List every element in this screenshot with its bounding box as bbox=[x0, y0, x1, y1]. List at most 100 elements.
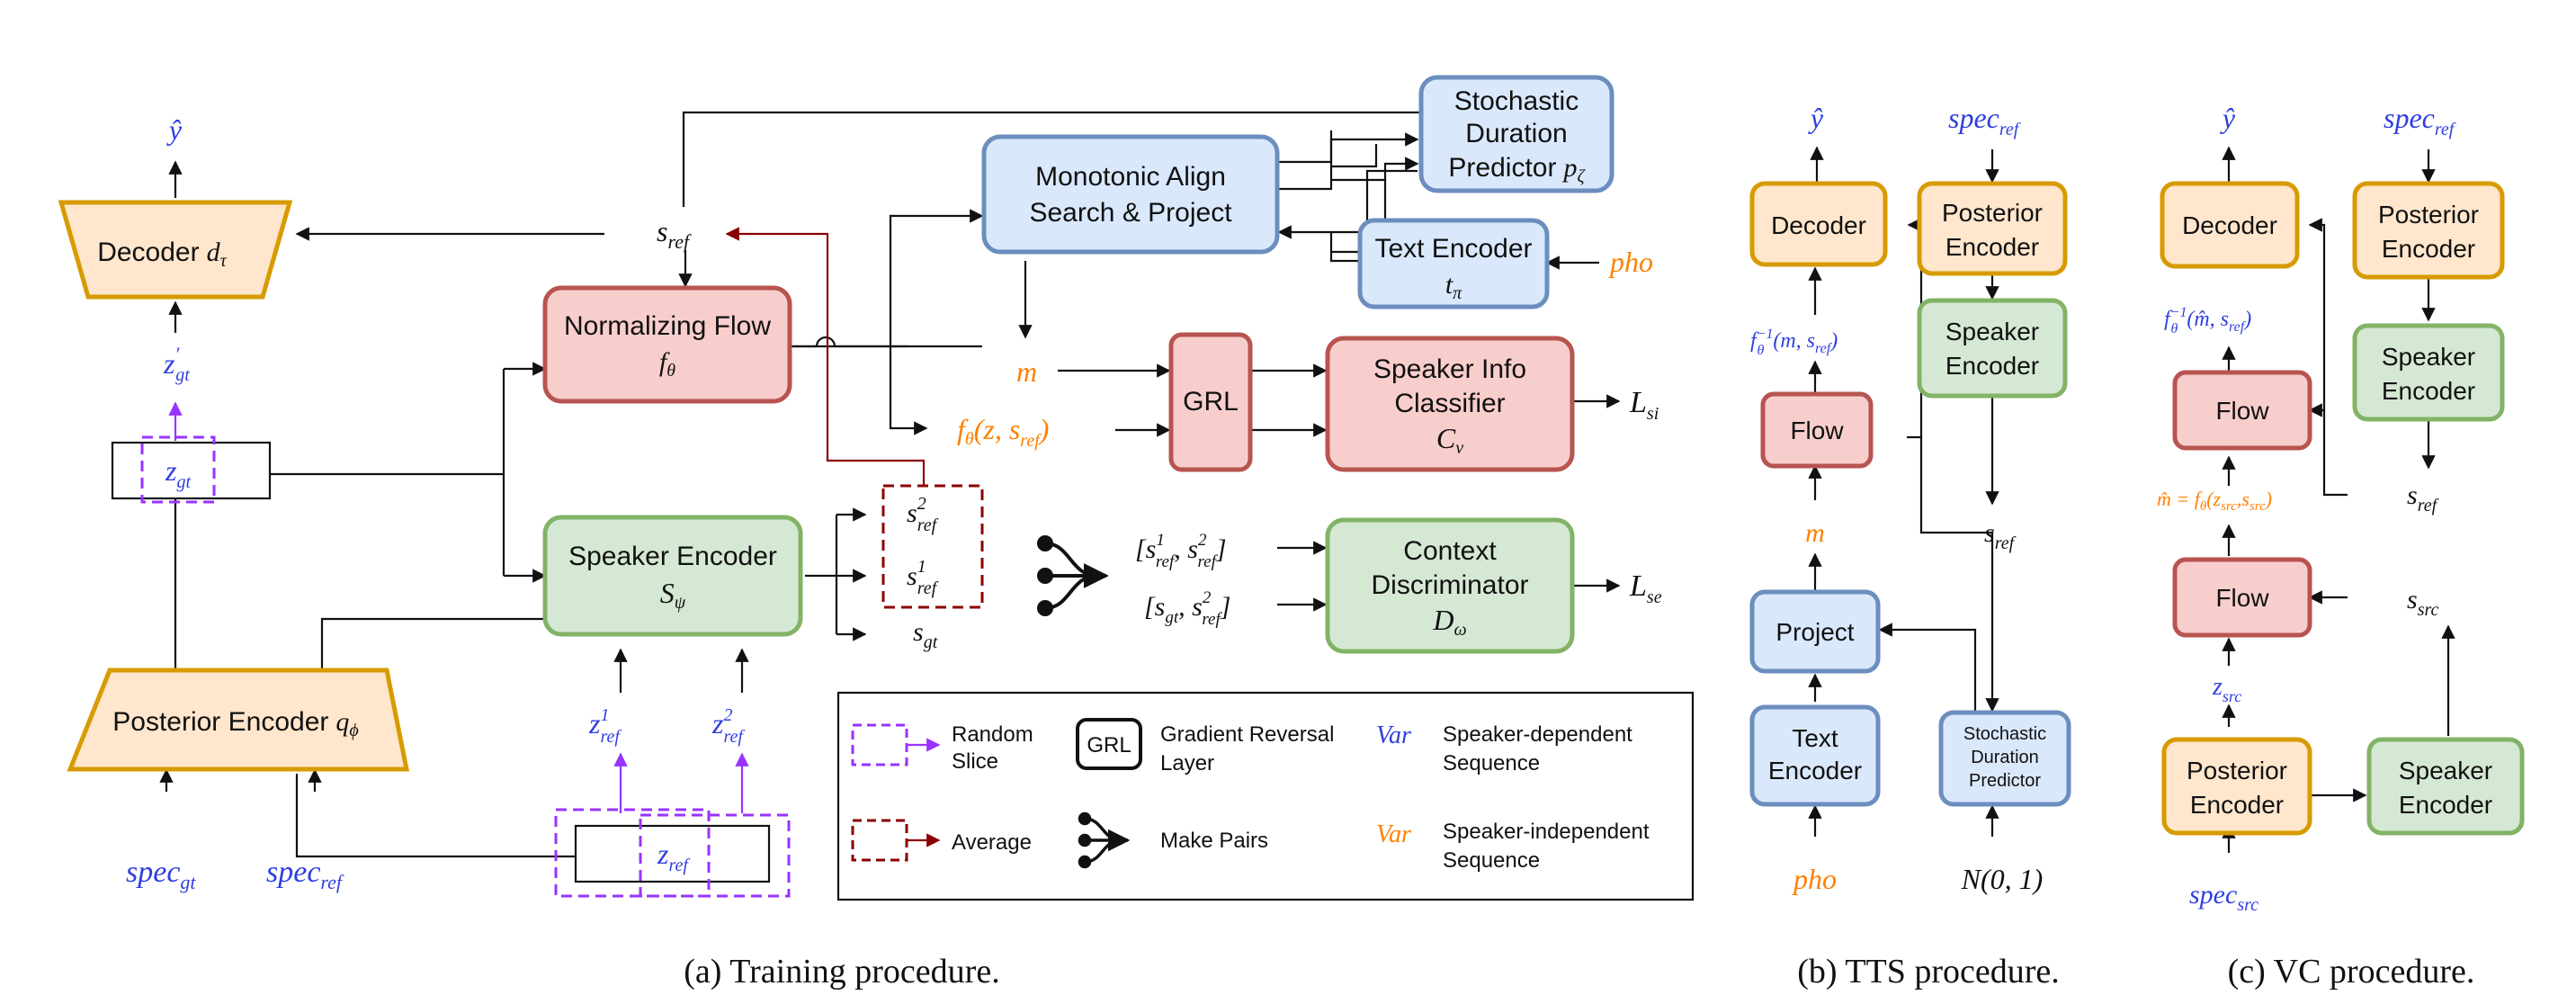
f-z-sref-label: fθ(z, sref) bbox=[957, 413, 1049, 451]
svg-text:Encoder: Encoder bbox=[2382, 235, 2475, 263]
speaker-encoder-block: Speaker Encoder Sψ bbox=[542, 515, 803, 637]
svg-text:Encoder: Encoder bbox=[2382, 377, 2475, 405]
svg-text:Duration: Duration bbox=[1465, 119, 1567, 148]
svg-text:Speaker: Speaker bbox=[2399, 757, 2492, 784]
svg-text:Decoder: Decoder bbox=[2182, 211, 2277, 239]
vc-spec-ref: specref bbox=[2384, 102, 2456, 139]
average-connector bbox=[725, 227, 926, 486]
grl-block: GRL bbox=[1168, 332, 1253, 472]
spec-ref-label: specref bbox=[266, 856, 344, 893]
svg-text:Project: Project bbox=[1775, 618, 1854, 646]
svg-text:Encoder: Encoder bbox=[2190, 791, 2284, 819]
tts-stochastic-duration-predictor: Stochastic Duration Predictor bbox=[1938, 710, 2071, 807]
legend: Random Slice GRL Gradient Reversal Layer… bbox=[836, 691, 1695, 901]
svg-text:Flow: Flow bbox=[1790, 417, 1844, 444]
svg-text:zref: zref bbox=[657, 838, 690, 875]
z-gt-prime-label: z′gt bbox=[163, 343, 190, 385]
svg-text:zgt: zgt bbox=[165, 454, 191, 492]
svg-text:Encoder: Encoder bbox=[2399, 791, 2492, 819]
svg-text:Predictor: Predictor bbox=[1969, 771, 2041, 791]
tts-pho-label: pho bbox=[1792, 863, 1837, 895]
svg-text:Discriminator: Discriminator bbox=[1371, 570, 1528, 600]
vc-flow-upper: Flow bbox=[2172, 370, 2312, 451]
svg-text:Speaker: Speaker bbox=[2382, 343, 2475, 371]
pho-label: pho bbox=[1608, 246, 1653, 278]
svg-text:Layer: Layer bbox=[1160, 751, 1214, 775]
svg-text:Classifier: Classifier bbox=[1394, 389, 1505, 418]
decoder-label: Decoder bbox=[97, 238, 199, 267]
svg-text:Dω: Dω bbox=[1432, 604, 1466, 640]
tts-speaker-encoder: Speaker Encoder bbox=[1917, 298, 2068, 399]
z-gt-sequence: zgt bbox=[111, 435, 272, 504]
legend-make-pairs-icon bbox=[1078, 811, 1131, 869]
svg-text:Speaker Encoder: Speaker Encoder bbox=[568, 542, 777, 571]
svg-text:Average: Average bbox=[952, 830, 1032, 855]
svg-text:Sequence: Sequence bbox=[1443, 848, 1540, 873]
m-label: m bbox=[1016, 355, 1037, 388]
svg-text:Flow: Flow bbox=[2215, 584, 2269, 612]
tts-normal-label: N(0, 1) bbox=[1961, 863, 2044, 895]
legend-var-orange: Var bbox=[1376, 820, 1411, 848]
svg-text:Text: Text bbox=[1792, 724, 1838, 752]
vc-flow-lower: Flow bbox=[2172, 557, 2312, 638]
tts-y-hat: ŷ bbox=[1808, 102, 1824, 134]
spec-gt-label: specgt bbox=[126, 856, 196, 893]
svg-text:Context: Context bbox=[1403, 536, 1497, 566]
svg-text:GRL: GRL bbox=[1183, 387, 1239, 417]
legend-var-blue: Var bbox=[1376, 722, 1411, 749]
connectors-b bbox=[1808, 146, 1999, 837]
svg-text:Posterior: Posterior bbox=[1942, 199, 2043, 227]
vc-speaker-encoder-src: Speaker Encoder bbox=[2366, 737, 2525, 836]
vc-decoder: Decoder bbox=[2160, 181, 2300, 269]
make-pairs-icon bbox=[1037, 535, 1109, 616]
connectors-c bbox=[2222, 146, 2455, 853]
svg-text:Text Encoder: Text Encoder bbox=[1374, 234, 1532, 264]
svg-text:Speaker: Speaker bbox=[1945, 318, 2039, 345]
svg-text:Search & Project: Search & Project bbox=[1029, 198, 1232, 228]
vc-posterior-encoder: Posterior Encoder bbox=[2352, 181, 2505, 280]
caption-tts: (b) TTS procedure. bbox=[1797, 953, 2060, 991]
s-gt-label: sgt bbox=[913, 617, 938, 652]
tts-text-encoder: Text Encoder bbox=[1749, 704, 1881, 807]
legend-grl-icon bbox=[1076, 718, 1142, 770]
vc-y-hat: ŷ bbox=[2220, 102, 2236, 134]
z-ref-sequence: zref bbox=[554, 808, 791, 898]
text-encoder-block: Text Encoder tπ bbox=[1357, 218, 1550, 309]
svg-text:Sequence: Sequence bbox=[1443, 751, 1540, 775]
speaker-info-classifier-block: Speaker Info Classifier Cν bbox=[1325, 336, 1575, 472]
s-ref-top-label: sref bbox=[657, 215, 692, 253]
caption-vc: (c) VC procedure. bbox=[2228, 953, 2475, 991]
svg-text:Encoder: Encoder bbox=[1945, 352, 2039, 380]
vc-posterior-encoder-src: Posterior Encoder bbox=[2161, 737, 2312, 836]
normalizing-flow-block: Normalizing Flow fθ bbox=[542, 285, 792, 404]
tts-project: Project bbox=[1749, 589, 1881, 674]
svg-text:Sψ: Sψ bbox=[660, 577, 686, 613]
vc-s-src-label: ssrc bbox=[2407, 585, 2439, 620]
svg-text:Speaker Info: Speaker Info bbox=[1373, 354, 1526, 384]
svg-text:Speaker-dependent: Speaker-dependent bbox=[1443, 722, 1632, 747]
vc-speaker-encoder: Speaker Encoder bbox=[2352, 323, 2505, 422]
svg-text:Encoder: Encoder bbox=[1945, 233, 2039, 261]
svg-text:Monotonic Align: Monotonic Align bbox=[1035, 162, 1226, 192]
svg-text:Slice: Slice bbox=[952, 749, 998, 774]
tts-flow: Flow bbox=[1760, 391, 1874, 469]
svg-text:Make Pairs: Make Pairs bbox=[1160, 829, 1268, 853]
svg-text:Speaker-independent: Speaker-independent bbox=[1443, 820, 1650, 844]
tts-decoder: Decoder bbox=[1749, 181, 1888, 267]
svg-text:Normalizing Flow: Normalizing Flow bbox=[564, 311, 771, 341]
tts-s-ref-label: sref bbox=[1984, 518, 2017, 553]
